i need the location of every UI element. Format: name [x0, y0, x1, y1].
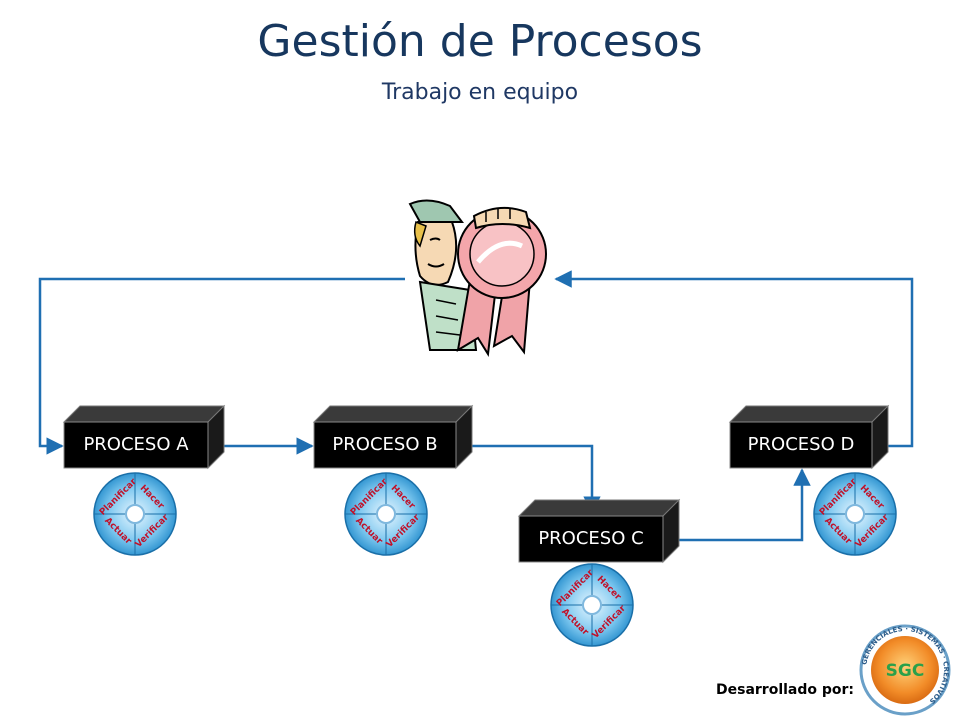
process-label-d: PROCESO D	[747, 434, 855, 455]
process-label-c: PROCESO C	[538, 528, 644, 549]
worker-award-illustration	[408, 199, 547, 357]
process-label-b: PROCESO B	[332, 434, 438, 455]
developed-by-text: Desarrollado por:	[716, 682, 855, 698]
process-box-a	[62, 404, 226, 470]
connector-arrows	[38, 270, 914, 542]
logo-text: SGC	[886, 661, 925, 681]
arrow-c-to-d	[678, 468, 811, 542]
sgc-logo: GERENCIALES · SISTEMAS · CREATIVOS SGC	[859, 624, 951, 716]
page-title: Gestión de Procesos	[257, 16, 703, 67]
process-box-c	[517, 498, 681, 564]
process-box-d	[728, 404, 890, 470]
page-subtitle: Trabajo en equipo	[381, 80, 579, 105]
arrow-b-to-c	[470, 444, 601, 514]
arrow-top-to-a	[38, 277, 405, 455]
process-label-a: PROCESO A	[83, 434, 189, 455]
process-box-b	[312, 404, 474, 470]
arrow-d-to-top	[554, 270, 914, 448]
